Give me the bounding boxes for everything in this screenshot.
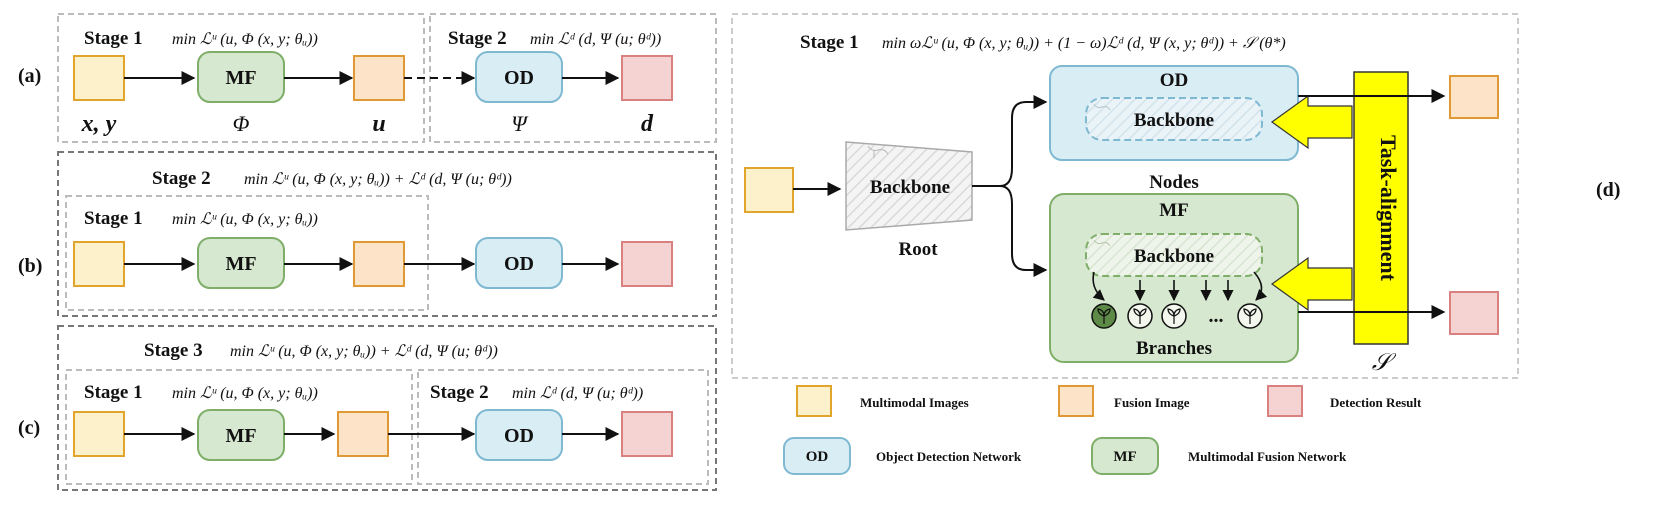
panel-d-od-tree-icon bbox=[1093, 103, 1111, 111]
panel-b-outer-eq: min ℒᵘ (u, Φ (x, y; θᵤ)) + ℒᵈ (d, Ψ (u; … bbox=[244, 171, 512, 188]
panel-c-stage1-eq: min ℒᵘ (u, Φ (x, y; θᵤ)) bbox=[172, 385, 318, 402]
panel-a-mf-label: MF bbox=[225, 67, 256, 89]
legend-detection-swatch bbox=[1267, 385, 1303, 417]
panel-a-detection-result bbox=[621, 55, 673, 101]
panel-d-mf-tree-icon bbox=[1093, 239, 1111, 247]
panel-d-mf-label: MF bbox=[1159, 200, 1189, 221]
panel-c-stage2-label: Stage 2 bbox=[430, 382, 489, 403]
panel-b-tag: (b) bbox=[18, 255, 42, 277]
panel-c-tag: (c) bbox=[18, 417, 40, 439]
legend-od-long: Object Detection Network bbox=[876, 449, 1022, 464]
panel-a: (a) Stage 1 min ℒᵘ (u, Φ (x, y; θᵤ)) Sta… bbox=[18, 13, 717, 143]
panel-d-frame bbox=[731, 13, 1519, 379]
legend-od-short: OD bbox=[806, 449, 829, 465]
panel-b: (b) Stage 2 min ℒᵘ (u, Φ (x, y; θᵤ)) + ℒ… bbox=[18, 151, 717, 317]
panel-b-inner-stage: Stage 1 bbox=[84, 208, 143, 229]
panel-d-root-backbone bbox=[845, 141, 973, 231]
panel-c-input-image bbox=[73, 411, 125, 457]
panel-d-branch-leaf-3 bbox=[1161, 303, 1187, 329]
panel-b-stage2-frame bbox=[57, 151, 717, 317]
panel-d-root-tree-icon bbox=[867, 145, 889, 158]
legend-fusion-swatch bbox=[1058, 385, 1094, 417]
panel-c-stage1-label: Stage 1 bbox=[84, 382, 143, 403]
panel-a-stage1-eq: min ℒᵘ (u, Φ (x, y; θᵤ)) bbox=[172, 31, 318, 48]
panel-d-nodes-label: Nodes bbox=[1149, 172, 1199, 193]
panel-b-detection-result bbox=[621, 241, 673, 287]
legend-multimodal-label: Multimodal Images bbox=[860, 395, 969, 410]
panel-a-stage2-label: Stage 2 bbox=[448, 28, 507, 49]
panel-a-var-d: d bbox=[641, 111, 654, 137]
panel-c: (c) Stage 3 min ℒᵘ (u, Φ (x, y; θᵤ)) + ℒ… bbox=[18, 325, 717, 491]
legend-fusion-label: Fusion Image bbox=[1114, 395, 1190, 410]
panel-d-branch-leaf-4 bbox=[1237, 303, 1263, 329]
panel-d-root-backbone-label: Backbone bbox=[870, 177, 950, 198]
panel-c-stage3-frame bbox=[57, 325, 717, 491]
panel-d-od-label: OD bbox=[1160, 70, 1189, 91]
legend: Multimodal Images Fusion Image Detection… bbox=[783, 385, 1422, 475]
panel-c-outer-eq: min ℒᵘ (u, Φ (x, y; θᵤ)) + ℒᵈ (d, Ψ (u; … bbox=[230, 343, 498, 360]
legend-mf-swatch bbox=[1091, 437, 1159, 475]
panel-c-od-label: OD bbox=[504, 425, 534, 447]
panel-a-od-label: OD bbox=[504, 67, 534, 89]
panel-d-mf-backbone-label: Backbone bbox=[1134, 246, 1214, 267]
panel-c-detection-result bbox=[621, 411, 673, 457]
panel-d-s-symbol: 𝒮 bbox=[1372, 350, 1397, 376]
panel-d-stage-label: Stage 1 bbox=[800, 32, 859, 53]
panel-b-mf-label: MF bbox=[225, 253, 256, 275]
panel-c-stage2-eq: min ℒᵈ (d, Ψ (u; θᵈ)) bbox=[512, 385, 643, 402]
panel-a-stage1-label: Stage 1 bbox=[84, 28, 143, 49]
panel-d-tag: (d) bbox=[1596, 179, 1620, 201]
panel-c-fusion-image bbox=[337, 411, 389, 457]
panel-a-fusion-image bbox=[353, 55, 405, 101]
legend-detection-label: Detection Result bbox=[1330, 395, 1422, 410]
panel-d-od-backbone bbox=[1085, 97, 1263, 141]
panel-c-stage2-frame bbox=[417, 369, 709, 485]
panel-b-input-image bbox=[73, 241, 125, 287]
legend-mf-short: MF bbox=[1113, 449, 1136, 465]
panel-d-input-image bbox=[744, 167, 794, 213]
panel-a-tag: (a) bbox=[18, 65, 41, 87]
panel-a-var-xy: x, y bbox=[81, 111, 117, 137]
panel-a-var-psi: Ψ bbox=[511, 111, 529, 136]
panel-c-outer-stage: Stage 3 bbox=[144, 340, 203, 361]
panel-b-outer-stage: Stage 2 bbox=[152, 168, 211, 189]
panel-b-stage1-frame bbox=[65, 195, 429, 311]
legend-od-swatch bbox=[783, 437, 851, 475]
panel-d-feedback-arrow-mf bbox=[1270, 256, 1353, 312]
panel-d-mf-backbone bbox=[1085, 233, 1263, 277]
panel-b-od-label: OD bbox=[504, 253, 534, 275]
panel-a-stage2-eq: min ℒᵈ (d, Ψ (u; θᵈ)) bbox=[530, 31, 661, 48]
panel-c-mf-label: MF bbox=[225, 425, 256, 447]
panel-d-branch-dots: ... bbox=[1209, 305, 1224, 327]
panel-d-od-backbone-label: Backbone bbox=[1134, 110, 1214, 131]
panel-d-task-alignment-bar bbox=[1353, 71, 1409, 345]
panel-d-output-detection bbox=[1449, 291, 1499, 335]
panel-a-var-phi: Φ bbox=[233, 111, 250, 136]
panel-b-fusion-image bbox=[353, 241, 405, 287]
panel-d-root-label: Root bbox=[898, 239, 938, 260]
panel-d-branch-leaf-1 bbox=[1091, 303, 1117, 329]
panel-d-eq: min ωℒᵘ (u, Φ (x, y; θᵤ)) + (1 − ω)ℒᵈ (d… bbox=[882, 35, 1286, 52]
panel-c-stage1-frame bbox=[65, 369, 413, 485]
panel-d: (d) Stage 1 min ωℒᵘ (u, Φ (x, y; θᵤ)) + … bbox=[731, 13, 1620, 379]
panel-d-branches-label: Branches bbox=[1136, 338, 1212, 359]
panel-d-feedback-arrow-od bbox=[1270, 94, 1353, 150]
panel-d-branch-leaf-2 bbox=[1127, 303, 1153, 329]
legend-mf-long: Multimodal Fusion Network bbox=[1188, 449, 1347, 464]
panel-d-output-fusion bbox=[1449, 75, 1499, 119]
panel-d-task-alignment-label: Task-alignment bbox=[1376, 135, 1401, 282]
panel-a-input-image bbox=[73, 55, 125, 101]
panel-a-var-u: u bbox=[372, 111, 385, 137]
legend-multimodal-swatch bbox=[796, 385, 832, 417]
panel-b-inner-eq: min ℒᵘ (u, Φ (x, y; θᵤ)) bbox=[172, 211, 318, 228]
